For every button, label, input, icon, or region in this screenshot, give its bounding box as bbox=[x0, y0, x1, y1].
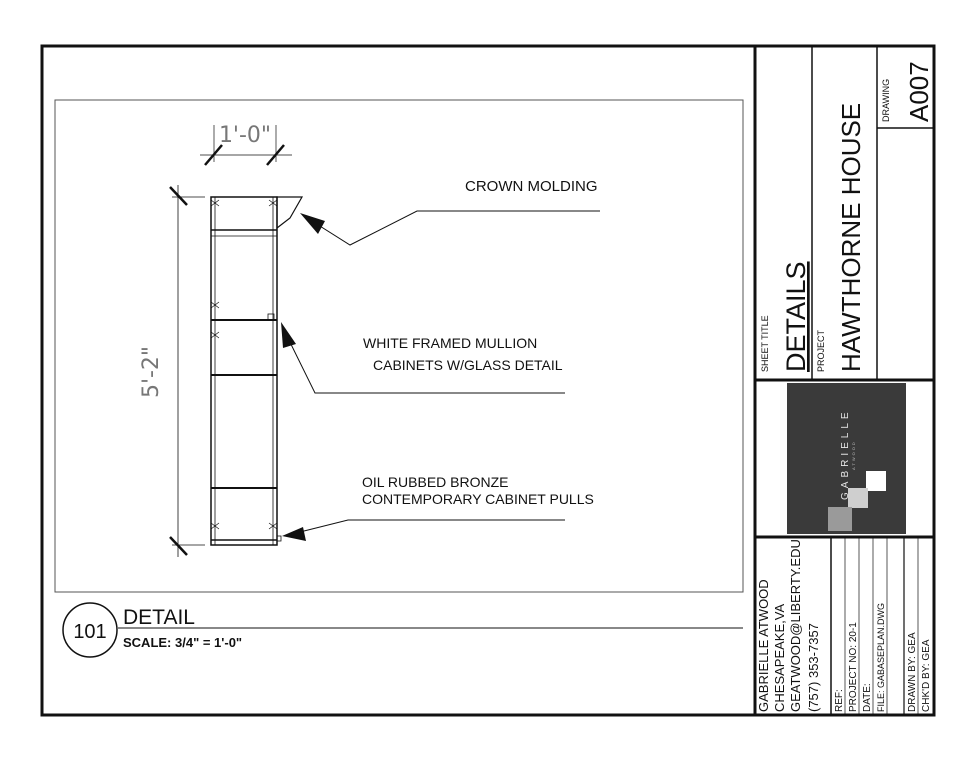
detail-title: DETAIL bbox=[123, 606, 195, 629]
project-number-field: PROJECT NO: 20-1 bbox=[848, 622, 859, 712]
detail-number: 101 bbox=[73, 621, 106, 643]
cabinet-outline bbox=[210, 196, 278, 546]
drawn-by-field: DRAWN BY: GEA bbox=[907, 632, 918, 712]
leader-lines bbox=[281, 210, 600, 537]
mullion-callout-line2: CABINETS W/GLASS DETAIL bbox=[373, 357, 563, 373]
mullion-leader bbox=[281, 325, 565, 394]
pulls-callout-line1: OIL RUBBED BRONZE bbox=[362, 474, 509, 490]
detail-scale: SCALE: 3/4" = 1'-0" bbox=[123, 635, 242, 650]
date-field: DATE: bbox=[862, 683, 873, 712]
height-dimension-label: 5'-2" bbox=[139, 346, 164, 398]
arrowhead bbox=[300, 213, 325, 234]
detail-tag-circle bbox=[62, 602, 118, 658]
mullion-callout-line1: WHITE FRAMED MULLION bbox=[363, 335, 537, 351]
designer-email: GEATWOOD@LIBERTY.EDU bbox=[788, 539, 803, 712]
cabinet-pull bbox=[276, 535, 282, 542]
cabinet-elevation bbox=[210, 196, 304, 546]
arrowhead bbox=[282, 527, 306, 541]
arrowhead bbox=[281, 322, 296, 348]
cabinet-pull bbox=[267, 313, 275, 321]
designer-logo: GABRIELLE ATWOOD bbox=[787, 383, 906, 534]
height-dimension bbox=[169, 185, 205, 557]
project-label: PROJECT bbox=[816, 329, 826, 372]
width-dimension bbox=[200, 125, 292, 166]
detail-viewport bbox=[54, 99, 744, 593]
width-dimension-label: 1'-0" bbox=[219, 123, 271, 148]
designer-location: CHESAPEAKE,VA bbox=[772, 604, 787, 712]
crown-leader bbox=[303, 210, 600, 246]
leader-arrowheads bbox=[281, 213, 325, 541]
drawing-label: DRAWING bbox=[881, 79, 891, 122]
logo-square bbox=[866, 471, 886, 491]
logo-square bbox=[828, 507, 852, 531]
designer-phone: (757) 353-7357 bbox=[806, 623, 821, 712]
checked-by-field: CHK'D BY: GEA bbox=[921, 639, 932, 712]
logo-square bbox=[848, 488, 868, 508]
file-field: FILE: GABASEPLAN.DWG bbox=[876, 603, 886, 712]
crown-molding-callout: CROWN MOLDING bbox=[465, 178, 598, 195]
sheet-title: DETAILS bbox=[781, 261, 811, 372]
crown-molding-profile bbox=[276, 196, 304, 230]
project-name: HAWTHORNE HOUSE bbox=[836, 103, 866, 372]
logo-text: GABRIELLE bbox=[840, 408, 851, 500]
detail-tag: 101 DETAIL SCALE: 3/4" = 1'-0" bbox=[62, 602, 743, 658]
ref-field: REF: bbox=[834, 689, 845, 712]
designer-name: GABRIELLE ATWOOD bbox=[756, 579, 771, 712]
sheet-title-label: SHEET TITLE bbox=[760, 315, 770, 372]
pulls-callout-line2: CONTEMPORARY CABINET PULLS bbox=[362, 491, 594, 507]
title-block bbox=[753, 46, 934, 715]
drawing-number: A007 bbox=[904, 61, 934, 122]
logo-subtext: ATWOOD bbox=[851, 440, 856, 470]
pulls-leader bbox=[283, 519, 565, 537]
